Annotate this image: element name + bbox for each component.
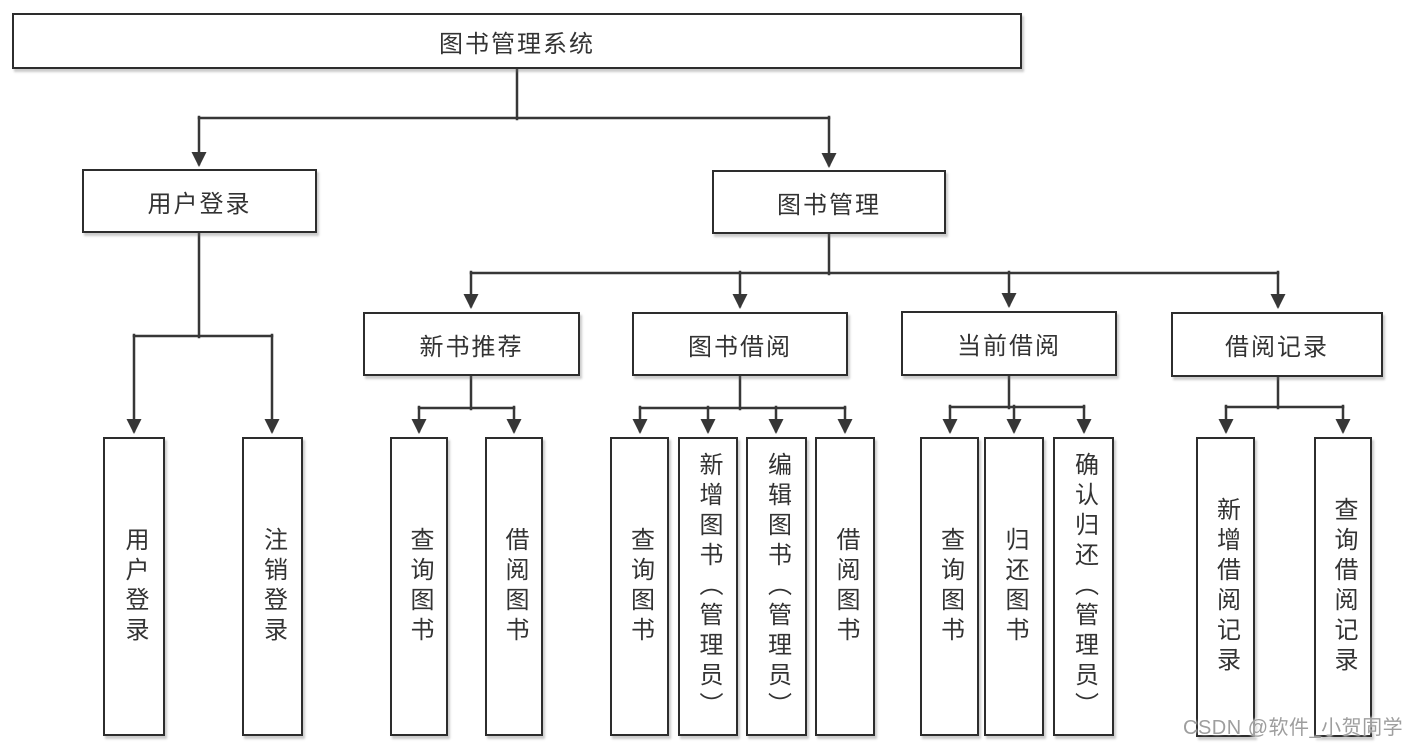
leaf-logout-label: 注销登录 xyxy=(259,526,287,647)
leaf-query-books-borrow-label: 查询图书 xyxy=(626,526,654,647)
node-root: 图书管理系统 xyxy=(12,13,1022,69)
leaf-add-borrow-record-label: 新增借阅记录 xyxy=(1212,497,1240,677)
leaf-return-book: 归还图书 xyxy=(984,437,1044,736)
leaf-query-books-current: 查询图书 xyxy=(920,437,979,736)
node-user-login-label: 用户登录 xyxy=(147,190,252,218)
leaf-edit-book-admin-label: 编辑图书（管理员） xyxy=(763,451,791,722)
leaf-query-borrow-record-label: 查询借阅记录 xyxy=(1330,497,1357,677)
node-current-borrow-label: 当前借阅 xyxy=(957,333,1061,360)
leaf-borrow-books-recommend-label: 借阅图书 xyxy=(501,526,528,647)
node-new-book-recommend: 新书推荐 xyxy=(363,312,580,376)
leaf-query-books-recommend: 查询图书 xyxy=(390,437,448,736)
csdn-watermark: CSDN @软件_小贺同学 xyxy=(1183,717,1404,739)
leaf-confirm-return-admin-label: 确认归还（管理员） xyxy=(1070,451,1098,722)
leaf-borrow-books-recommend: 借阅图书 xyxy=(485,437,543,736)
node-book-borrow-label: 图书借阅 xyxy=(688,333,792,361)
leaf-add-book-admin-label: 新增图书（管理员） xyxy=(695,451,722,722)
leaf-user-login-label: 用户登录 xyxy=(121,526,148,647)
leaf-return-book-label: 归还图书 xyxy=(1001,526,1028,647)
node-new-book-recommend-label: 新书推荐 xyxy=(419,333,524,361)
leaf-borrow-books-label: 借阅图书 xyxy=(832,526,859,647)
node-book-management-label: 图书管理 xyxy=(777,191,881,219)
node-book-management: 图书管理 xyxy=(712,170,946,234)
leaf-query-books-current-label: 查询图书 xyxy=(936,526,964,647)
leaf-user-login: 用户登录 xyxy=(103,437,165,736)
node-borrow-records: 借阅记录 xyxy=(1171,312,1383,377)
leaf-logout: 注销登录 xyxy=(242,437,303,736)
leaf-confirm-return-admin: 确认归还（管理员） xyxy=(1053,437,1114,736)
node-borrow-records-label: 借阅记录 xyxy=(1225,334,1329,361)
leaf-edit-book-admin: 编辑图书（管理员） xyxy=(746,437,807,736)
leaf-add-borrow-record: 新增借阅记录 xyxy=(1196,437,1255,737)
leaf-add-book-admin: 新增图书（管理员） xyxy=(678,437,738,736)
node-book-borrow: 图书借阅 xyxy=(632,312,848,376)
leaf-query-borrow-record: 查询借阅记录 xyxy=(1314,437,1372,737)
leaf-query-books-recommend-label: 查询图书 xyxy=(406,526,433,647)
node-root-label: 图书管理系统 xyxy=(439,30,595,58)
node-current-borrow: 当前借阅 xyxy=(901,311,1117,376)
leaf-borrow-books: 借阅图书 xyxy=(815,437,875,736)
node-user-login: 用户登录 xyxy=(82,169,317,233)
leaf-query-books-borrow: 查询图书 xyxy=(610,437,669,736)
